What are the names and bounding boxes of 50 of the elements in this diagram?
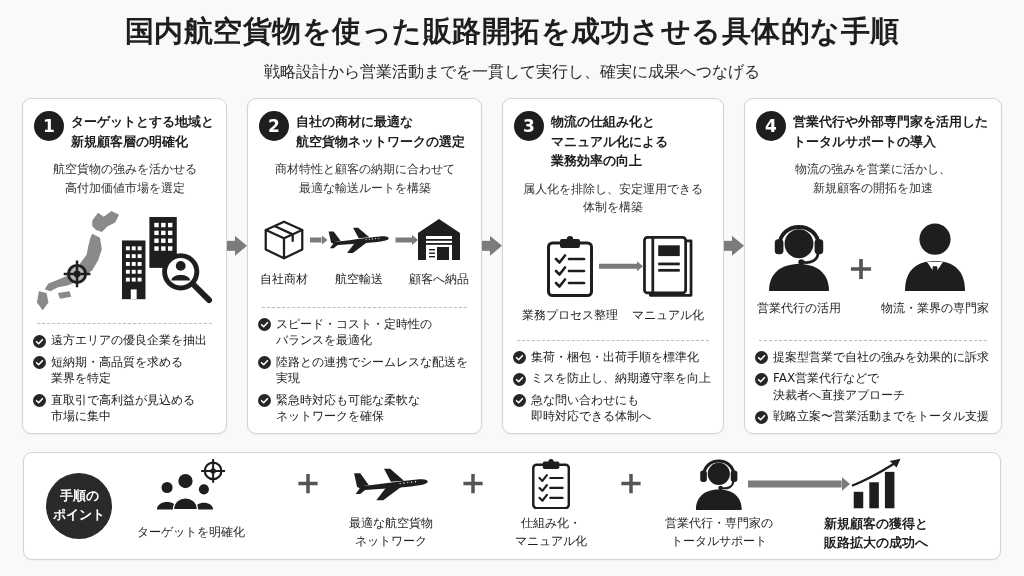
- step-card: [744, 98, 1002, 434]
- checklist-item: 急な問い合わせにも即時対応できる体制へ: [531, 391, 652, 425]
- arrow: [310, 235, 328, 245]
- checklist-item: 緊急時対応も可能な柔軟なネットワークを確保: [276, 391, 421, 425]
- checklist-item: 直取引で高利益が見込める市場に集中: [51, 391, 196, 425]
- checklist-item: スピード・コスト・定時性のバランスを最適化: [276, 315, 433, 349]
- arrow: [395, 235, 418, 245]
- step-summary: 属人化を排除し、安定運用できる体制を構築: [522, 180, 704, 217]
- points-heading: 手順のポイント: [46, 473, 112, 539]
- point-label: 新規顧客の獲得と販路拡大の成功へ: [823, 514, 929, 552]
- step-label: 自社商材: [260, 272, 308, 287]
- checklist-item: 遠方エリアの優良企業を抽出: [51, 332, 207, 349]
- step-number: 4: [756, 111, 786, 141]
- step-label: 顧客へ納品: [409, 272, 469, 287]
- step-number: 1: [34, 111, 64, 141]
- checklist-item: ミスを防止し、納期遵守率を向上: [531, 370, 711, 387]
- arrow: [227, 235, 247, 256]
- step-heading: 物流の仕組み化とマニュアル化による業務効率の向上: [551, 113, 669, 170]
- step-card: [502, 98, 724, 434]
- step-number: 3: [514, 111, 544, 141]
- point-label: 仕組み化・マニュアル化: [514, 515, 588, 550]
- point-label: 最適な航空貨物ネットワーク: [348, 515, 434, 550]
- arrow: [724, 235, 744, 256]
- checklist-item: 戦略立案〜営業活動までをトータル支援: [773, 408, 989, 425]
- checklist-item: 集荷・梱包・出荷手順を標準化: [531, 348, 699, 366]
- step-label: マニュアル化: [632, 308, 704, 324]
- step-summary: 商材特性と顧客の納期に合わせて最適な輸送ルートを構築: [273, 161, 456, 197]
- step-heading: 自社の商材に最適な航空貨物ネットワークの選定: [296, 113, 466, 151]
- checklist-item: FAX営業代行などで決裁者へ直接アプローチ: [773, 370, 906, 404]
- step-heading: 営業代行や外部専門家を活用したトータルサポートの導入: [793, 113, 989, 151]
- page-subtitle: 戦略設計から営業活動までを一貫して実行し、確実に成果へつなげる: [264, 61, 760, 83]
- checklist-item: 提案型営業で自社の強みを効果的に訴求: [773, 348, 989, 366]
- arrow: [599, 261, 643, 272]
- arrow: [482, 235, 502, 256]
- checklist-item: 陸路との連携でシームレスな配送を実現: [276, 353, 469, 387]
- point-label: 営業代行・専門家のトータルサポート: [664, 515, 774, 550]
- step-card: [247, 98, 482, 434]
- step-heading: ターゲットとする地域と新規顧客層の明確化: [71, 113, 215, 151]
- step-label: 航空輸送: [334, 272, 383, 287]
- checklist-item: 短納期・高品質を求める業界を特定: [51, 353, 184, 387]
- step-card: [22, 98, 227, 434]
- step-label: 物流・業界の専門家: [881, 300, 989, 316]
- step-label: 営業代行の活用: [757, 300, 841, 316]
- summary-panel: [23, 452, 1001, 560]
- step-number: 2: [259, 111, 289, 141]
- step-label: 業務プロセス整理: [522, 308, 618, 324]
- point-label: ターゲットを明確化: [137, 524, 245, 542]
- page-title: 国内航空貨物を使った販路開拓を成功させる具体的な手順: [124, 13, 900, 50]
- step-summary: 物流の強みを営業に活かし、新規顧客の開拓を加速: [794, 161, 952, 197]
- step-summary: 航空貨物の強みを活かせる高付加価値市場を選定: [51, 161, 198, 197]
